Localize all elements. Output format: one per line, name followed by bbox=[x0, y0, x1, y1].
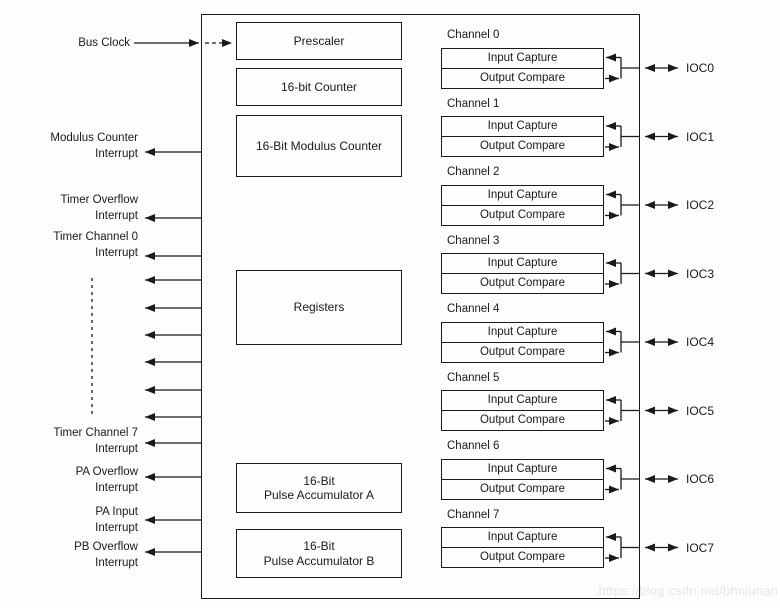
channel-0-wires bbox=[605, 53, 678, 83]
label-line: Interrupt bbox=[95, 209, 138, 222]
channel-2-wires bbox=[605, 190, 678, 220]
input-capture-cell: Input Capture bbox=[487, 257, 558, 269]
channel-0-block: Channel 0 Input Capture Output Compare bbox=[441, 28, 604, 89]
channel-7-wires bbox=[605, 533, 678, 562]
ioc5-pin-label: IOC5 bbox=[686, 403, 715, 418]
channel-label: Channel 3 bbox=[447, 234, 500, 247]
channel-label: Channel 6 bbox=[447, 440, 500, 452]
interrupt-wires bbox=[91, 148, 202, 556]
counter-block: 16-bit Counter bbox=[236, 68, 402, 106]
channel-box: Input Capture Output Compare bbox=[441, 527, 604, 568]
counter-label: 16-bit Counter bbox=[280, 79, 358, 94]
channel-box: Input Capture Output Compare bbox=[441, 390, 604, 431]
label-line: Interrupt bbox=[95, 521, 138, 534]
pb-overflow-interrupt-label: PB Overflow Interrupt bbox=[0, 540, 138, 571]
output-compare-cell: Output Compare bbox=[442, 478, 603, 499]
label-line: Interrupt bbox=[95, 246, 138, 259]
pulse-accumulator-a-line1: 16-Bit bbox=[303, 473, 335, 488]
label-line: Interrupt bbox=[95, 556, 138, 569]
label-line: Modulus Counter bbox=[50, 132, 138, 144]
input-capture-cell: Input Capture bbox=[487, 188, 558, 201]
input-capture-cell: Input Capture bbox=[487, 51, 558, 64]
modulus-counter-block: 16-Bit Modulus Counter bbox=[236, 115, 402, 177]
channel-box: Input Capture Output Compare bbox=[441, 47, 604, 89]
channel-label: Channel 4 bbox=[447, 303, 500, 315]
channel-4-wires bbox=[605, 327, 678, 357]
label-line: PA Overflow bbox=[75, 466, 138, 478]
ioc2-pin-label: IOC2 bbox=[686, 198, 715, 212]
label-line: Timer Channel 0 bbox=[53, 231, 138, 243]
input-capture-cell: Input Capture bbox=[487, 462, 558, 475]
channel-box: Input Capture Output Compare bbox=[441, 116, 604, 157]
ioc7-pin-label: IOC7 bbox=[686, 540, 715, 555]
pa-overflow-interrupt-label: PA Overflow Interrupt bbox=[0, 465, 138, 496]
input-capture-cell: Input Capture bbox=[487, 531, 558, 543]
channel-2-block: Channel 2 Input Capture Output Compare bbox=[441, 165, 604, 226]
pa-input-interrupt-label: PA Input Interrupt bbox=[0, 505, 138, 536]
ioc4-pin-label: IOC4 bbox=[686, 335, 715, 349]
channel-box: Input Capture Output Compare bbox=[441, 321, 604, 363]
registers-block: Registers bbox=[236, 270, 402, 345]
channel-label: Channel 7 bbox=[447, 508, 500, 521]
pulse-accumulator-b-block: 16-Bit Pulse Accumulator B bbox=[236, 529, 402, 578]
channel-6-wires bbox=[605, 464, 678, 494]
bus-clock-label: Bus Clock bbox=[0, 36, 130, 52]
label-line: Interrupt bbox=[95, 481, 138, 494]
label-line: PA Input bbox=[95, 506, 138, 518]
output-compare-cell: Output Compare bbox=[442, 410, 603, 430]
label-line: Interrupt bbox=[95, 442, 138, 455]
channel-box: Input Capture Output Compare bbox=[441, 253, 604, 294]
modulus-counter-interrupt-label: Modulus Counter Interrupt bbox=[0, 131, 138, 162]
ioc6-pin-label: IOC6 bbox=[686, 472, 715, 486]
label-line: Bus Clock bbox=[78, 37, 130, 49]
output-compare-cell: Output Compare bbox=[442, 67, 603, 88]
channel-label: Channel 1 bbox=[447, 97, 500, 110]
channel-label: Channel 0 bbox=[447, 29, 500, 41]
channel-5-block: Channel 5 Input Capture Output Compare bbox=[441, 371, 604, 431]
pulse-accumulator-a-block: 16-Bit Pulse Accumulator A bbox=[236, 463, 402, 513]
output-compare-cell: Output Compare bbox=[442, 273, 603, 293]
prescaler-label: Prescaler bbox=[293, 33, 345, 48]
pulse-accumulator-a-line2: Pulse Accumulator A bbox=[263, 488, 375, 502]
output-compare-cell: Output Compare bbox=[442, 547, 603, 567]
pulse-accumulator-b-line2: Pulse Accumulator B bbox=[263, 553, 375, 568]
channel-6-block: Channel 6 Input Capture Output Compare bbox=[441, 439, 604, 500]
input-capture-cell: Input Capture bbox=[487, 325, 558, 338]
timer-channel-7-interrupt-label: Timer Channel 7 Interrupt bbox=[0, 426, 138, 457]
watermark-url: https://blog.csdn.net/bhniunan bbox=[598, 583, 778, 598]
output-compare-cell: Output Compare bbox=[442, 204, 603, 225]
channel-1-wires bbox=[605, 122, 678, 151]
output-compare-cell: Output Compare bbox=[442, 341, 603, 362]
label-line: Interrupt bbox=[95, 147, 138, 160]
channel-box: Input Capture Output Compare bbox=[441, 184, 604, 226]
channel-label: Channel 5 bbox=[447, 371, 500, 384]
ioc3-pin-label: IOC3 bbox=[686, 266, 715, 281]
channel-label: Channel 2 bbox=[447, 166, 500, 178]
timer-overflow-interrupt-label: Timer Overflow Interrupt bbox=[0, 193, 138, 224]
ioc0-pin-label: IOC0 bbox=[686, 61, 715, 75]
label-line: PB Overflow bbox=[74, 541, 138, 553]
input-capture-cell: Input Capture bbox=[487, 394, 558, 406]
pulse-accumulator-b-line1: 16-Bit bbox=[303, 539, 335, 553]
channel-7-block: Channel 7 Input Capture Output Compare bbox=[441, 508, 604, 568]
channel-box: Input Capture Output Compare bbox=[441, 458, 604, 500]
input-capture-cell: Input Capture bbox=[487, 120, 558, 132]
output-compare-cell: Output Compare bbox=[442, 136, 603, 156]
channel-1-block: Channel 1 Input Capture Output Compare bbox=[441, 97, 604, 157]
timer-channel-0-interrupt-label: Timer Channel 0 Interrupt bbox=[0, 230, 138, 261]
registers-label: Registers bbox=[293, 300, 345, 315]
channel-5-wires bbox=[605, 396, 678, 425]
label-line: Timer Overflow bbox=[60, 194, 138, 206]
channel-4-block: Channel 4 Input Capture Output Compare bbox=[441, 302, 604, 363]
timer-module-boundary bbox=[201, 14, 640, 599]
prescaler-block: Prescaler bbox=[236, 22, 402, 60]
channel-3-block: Channel 3 Input Capture Output Compare bbox=[441, 234, 604, 294]
channel-3-wires bbox=[605, 259, 678, 288]
label-line: Timer Channel 7 bbox=[53, 427, 138, 439]
modulus-counter-label: 16-Bit Modulus Counter bbox=[255, 138, 383, 153]
ioc1-pin-label: IOC1 bbox=[686, 129, 715, 144]
